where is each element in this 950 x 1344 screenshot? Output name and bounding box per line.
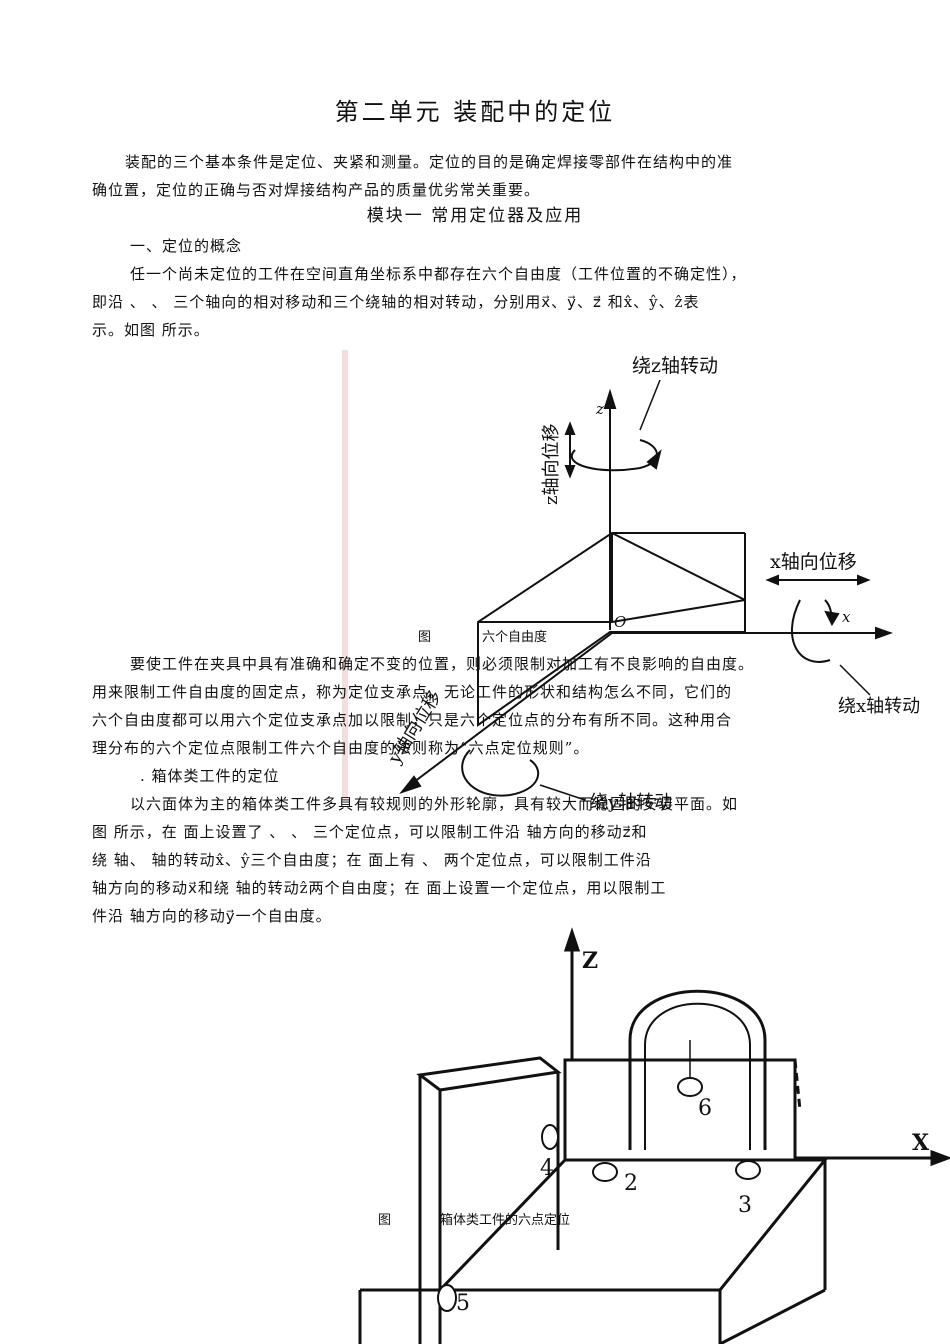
- figure1-caption: 六个自由度: [482, 630, 548, 645]
- para3-line-3: 绕 轴、 轴的转动x̂、ŷ三个自由度；在 面上有 、 两个定位点，可以限制工件沿: [92, 851, 652, 869]
- point-3-label: 3: [738, 1193, 752, 1218]
- module-title: 模块一 常用定位器及应用: [366, 206, 584, 226]
- intro-line-1: 装配的三个基本条件是定位、夹紧和测量。定位的目的是确定焊接零部件在结构中的准: [125, 153, 734, 171]
- para2-line-1: 要使工件在夹具中具有准确和确定不变的位置，则必须限制对加工有不良影响的自由度。: [130, 655, 755, 673]
- para3-line-1: 以六面体为主的箱体类工件多具有较规则的外形轮廓，具有较大而稳固的安装平面。如: [130, 795, 739, 813]
- figure2-caption: 箱体类工件的六点定位: [440, 1213, 571, 1228]
- label-trans-z: z轴向位移: [541, 424, 562, 505]
- axis-z-label: Z: [582, 948, 598, 974]
- para2-line-3: 六个自由度都可以用六个定位支承点加以限制，只是六个定位点的分布有所不同。这种用合: [92, 711, 733, 729]
- label-trans-x: x轴向位移: [770, 551, 857, 573]
- para3-line-2: 图 所示，在 面上设置了 、 、 三个定位点，可以限制工件沿 轴方向的移动z⃗和: [92, 823, 648, 841]
- point-4-label: 4: [540, 1156, 554, 1181]
- page-title: 第二单元 装配中的定位: [334, 98, 616, 126]
- para3-line-5: 件沿 轴方向的移动y⃗一个自由度。: [92, 907, 332, 925]
- heading-concept: 一、定位的概念: [130, 237, 243, 255]
- label-axis-z: z: [595, 400, 604, 418]
- label-axis-x: x: [842, 608, 851, 626]
- para3-line-4: 轴方向的移动x⃗和绕 轴的转动ẑ两个自由度；在 面上设置一个定位点，用以限制工: [92, 879, 667, 897]
- point-2-label: 2: [624, 1171, 638, 1196]
- point-6-label: 6: [698, 1096, 712, 1121]
- heading-box-positioning: . 箱体类工件的定位: [140, 767, 280, 785]
- point-5-label: 5: [456, 1291, 470, 1316]
- label-rot-z: 绕z轴转动: [632, 355, 718, 377]
- para1-line-3: 示。如图 所示。: [92, 321, 210, 339]
- figure2-caption-prefix: 图: [378, 1213, 392, 1228]
- para1-line-2: 即沿 、 、 三个轴向的相对移动和三个绕轴的相对转动，分别用x⃗、y⃗、z⃗ 和…: [92, 293, 700, 311]
- figure1-caption-prefix: 图: [418, 630, 432, 645]
- para2-line-4: 理分布的六个定位点限制工件六个自由度的法则称为“六点定位规则”。: [92, 739, 590, 757]
- label-rot-x: 绕x轴转动: [838, 696, 920, 717]
- intro-line-2: 确位置，定位的正确与否对焊接结构产品的质量优劣常关重要。: [92, 181, 541, 199]
- axis-x-label: X: [912, 1130, 930, 1156]
- label-origin: O: [614, 613, 626, 631]
- para1-line-1: 任一个尚未定位的工件在空间直角坐标系中都存在六个自由度（工件位置的不确定性），: [130, 265, 747, 283]
- para2-line-2: 用来限制工件自由度的固定点，称为定位支承点。无论工件的形状和结构怎么不同，它们的: [92, 683, 733, 701]
